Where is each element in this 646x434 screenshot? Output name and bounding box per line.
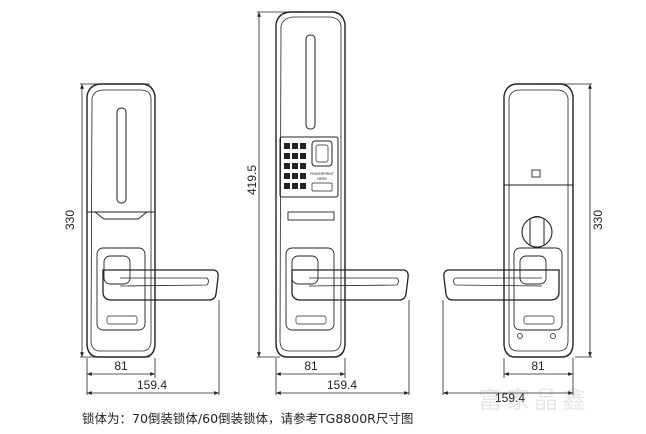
center-height-dimension [257,11,300,358]
right-width-total-label: 159.4 [495,391,525,405]
keypad-panel [279,136,339,198]
fingerprint-window [311,140,333,167]
left-width-dimensions [86,300,220,395]
battery-cover-latch [531,169,541,178]
left-height-dimension [80,83,150,358]
caption-text: 锁体为：70倒装锁体/60倒装锁体，请参考TG8800R尺寸图 [82,411,414,426]
center-lock-body [275,11,346,358]
left-card-slot [116,107,127,204]
center-card-slot [305,34,316,130]
left-lower-panel [96,247,146,331]
center-handle [291,269,409,301]
fingerprint-label-line1: FINGERPRINT [310,172,335,176]
center-width-small-label: 81 [304,359,318,373]
right-lock-view [443,83,574,358]
center-width-total-label: 159.4 [327,378,357,392]
keypad-buttons [284,143,306,189]
right-handle [443,269,560,301]
left-lock-body [86,83,156,358]
right-height-label: 330 [591,210,605,230]
left-lock-view [86,83,219,358]
left-handle [102,269,219,301]
center-width-dimensions [275,300,410,395]
center-lock-view [275,11,409,358]
left-width-total-label: 159.4 [137,378,167,392]
center-lower-panel [287,211,335,221]
thumb-turn [521,216,553,248]
center-height-label: 419.5 [245,165,259,195]
right-height-dimension [540,83,592,358]
fingerprint-label-line2: HERE [317,177,327,181]
right-lock-body [503,83,574,358]
watermark-text: 富家晶鑫 [478,386,590,414]
right-width-small-label: 81 [531,359,545,373]
right-width-dimensions [442,300,574,395]
left-width-small-label: 81 [114,359,128,373]
left-height-label: 330 [63,210,77,230]
